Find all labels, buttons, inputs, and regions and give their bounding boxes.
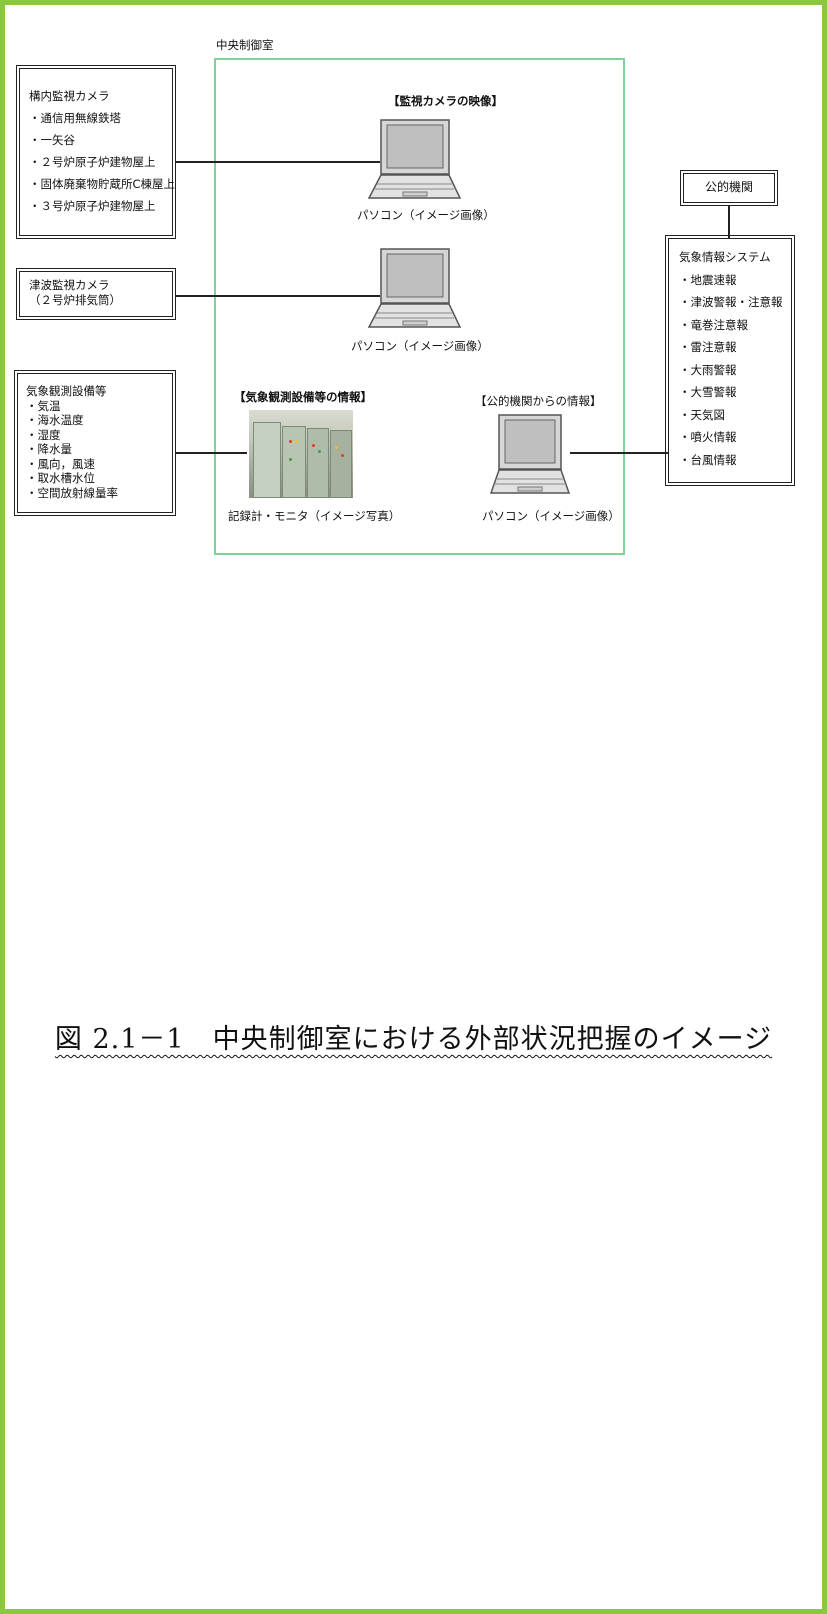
onsite-camera-title: 構内監視カメラ <box>29 89 110 103</box>
weather-system-item: ・地震速報 <box>679 272 737 287</box>
weather-system-item: ・台風情報 <box>679 452 737 467</box>
weather-equipment-item: ・取水槽水位 <box>26 471 95 485</box>
figure-caption: 図 2.1－1 中央制御室における外部状況把握のイメージ <box>0 1017 827 1056</box>
control-room-title: 中央制御室 <box>216 38 274 52</box>
weather-system-title: 気象情報システム <box>679 250 771 264</box>
tsunami-camera-title: 津波監視カメラ <box>29 278 110 292</box>
connector-line-tsunami <box>175 295 380 297</box>
public-agency-box: 公的機関 <box>683 173 775 203</box>
weather-equipment-item: ・空間放射線量率 <box>26 485 118 500</box>
weather-system-item: ・大雨警報 <box>679 362 737 377</box>
tsunami-camera-subtitle: （２号炉排気筒） <box>29 293 121 307</box>
weather-equipment-box: 気象観測設備等 ・気温 ・海水温度 ・湿度 ・降水量 ・風向，風速 ・取水槽水位… <box>17 373 173 513</box>
control-room-boundary <box>214 58 625 555</box>
pc-label: パソコン（イメージ画像） <box>482 509 620 523</box>
laptop-icon <box>367 119 462 199</box>
camera-video-heading: 【監視カメラの映像】 <box>388 94 503 108</box>
weather-equipment-item: ・湿度 <box>26 427 61 442</box>
weather-equipment-item: ・気温 <box>26 398 61 413</box>
pc-label: パソコン（イメージ画像） <box>351 339 489 353</box>
weather-equipment-title: 気象観測設備等 <box>26 384 107 398</box>
tsunami-camera-box: 津波監視カメラ （２号炉排気筒） <box>19 271 173 317</box>
weather-equipment-item: ・降水量 <box>26 442 72 456</box>
public-agency-label: 公的機関 <box>704 180 753 194</box>
weather-system-box: 気象情報システム ・地震速報 ・津波警報・注意報 ・竜巻注意報 ・雷注意報 ・大… <box>668 238 792 483</box>
connector-line-cameras <box>175 161 380 163</box>
weather-system-item: ・津波警報・注意報 <box>679 295 783 309</box>
onsite-camera-box: 構内監視カメラ ・通信用無線鉄塔 ・一矢谷 ・２号炉原子炉建物屋上 ・固体廃棄物… <box>19 68 176 236</box>
connector-line-weather <box>175 452 247 454</box>
weather-system-item: ・大雪警報 <box>679 385 737 399</box>
onsite-camera-item: ・固体廃棄物貯蔵所C棟屋上 <box>29 177 176 191</box>
onsite-camera-item: ・２号炉原子炉建物屋上 <box>29 155 156 169</box>
onsite-camera-item: ・一矢谷 <box>29 133 75 147</box>
recorder-photo <box>249 410 353 498</box>
recorder-label: 記録計・モニタ（イメージ写真） <box>228 509 401 523</box>
weather-system-item: ・噴火情報 <box>679 430 737 444</box>
laptop-icon <box>367 248 462 328</box>
weather-system-item: ・竜巻注意報 <box>679 317 748 332</box>
laptop-icon <box>489 414 571 494</box>
weather-equipment-item: ・風向，風速 <box>26 456 95 471</box>
figure-caption-text: 図 2.1－1 中央制御室における外部状況把握のイメージ <box>54 1024 773 1055</box>
onsite-camera-item: ・３号炉原子炉建物屋上 <box>29 199 156 213</box>
pc-label: パソコン（イメージ画像） <box>357 208 495 222</box>
weather-info-heading: 【気象観測設備等の情報】 <box>234 390 372 404</box>
weather-system-item: ・天気図 <box>679 407 725 422</box>
weather-equipment-item: ・海水温度 <box>26 413 84 427</box>
weather-system-item: ・雷注意報 <box>679 340 737 354</box>
onsite-camera-item: ・通信用無線鉄塔 <box>29 111 121 125</box>
public-info-heading: 【公的機関からの情報】 <box>475 394 602 408</box>
connector-line-public <box>570 452 668 454</box>
connector-line-agency <box>728 205 730 239</box>
